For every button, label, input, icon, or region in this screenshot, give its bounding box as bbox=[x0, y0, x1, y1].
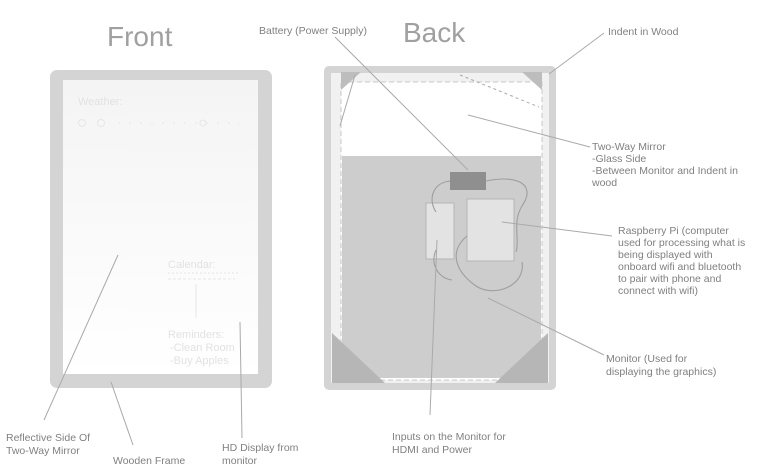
two-way-mirror-leader bbox=[467, 114, 591, 148]
wire bbox=[433, 249, 453, 281]
reflective-side-label: Reflective Side Of Two-Way Mirror bbox=[6, 432, 90, 457]
monitor-label: Monitor (Used for displaying the graphic… bbox=[606, 353, 716, 378]
label-line: Reflective Side Of bbox=[6, 432, 90, 444]
front-mirror: Weather: Calendar: Reminders: -Clean Roo… bbox=[50, 70, 272, 388]
label-line: onboard wifi and bluetooth bbox=[618, 261, 741, 273]
reflective-glass bbox=[63, 80, 258, 374]
label-line: Monitor (Used for bbox=[606, 353, 688, 365]
inputs-label: Inputs on the Monitor for HDMI and Power bbox=[392, 431, 506, 456]
corner-bracket bbox=[495, 333, 548, 383]
raspberry-pi-leader bbox=[501, 221, 613, 237]
weather-icons-row bbox=[78, 119, 240, 127]
back-mirror bbox=[324, 66, 556, 390]
raspberry-pi bbox=[466, 198, 515, 262]
two-way-mirror-label: Two-Way Mirror -Glass Side -Between Moni… bbox=[591, 141, 738, 189]
battery bbox=[450, 172, 486, 190]
corner-bracket bbox=[332, 333, 385, 383]
reminders-label: Reminders: bbox=[168, 329, 224, 341]
calendar-widget bbox=[168, 272, 238, 318]
reminder-item: -Buy Apples bbox=[170, 355, 229, 367]
weather-cloud-icon bbox=[97, 119, 105, 127]
reflective-side-leader bbox=[43, 254, 119, 421]
hd-display-leader bbox=[239, 321, 243, 439]
battery-leader bbox=[334, 36, 469, 171]
back-title: Back bbox=[403, 17, 466, 48]
label-line: wood bbox=[591, 177, 617, 189]
label-line: Inputs on the Monitor for bbox=[392, 431, 506, 443]
inputs-leader bbox=[429, 239, 438, 416]
corner-clip bbox=[341, 72, 361, 90]
indent-label: Indent in Wood bbox=[608, 26, 679, 38]
front-title: Front bbox=[107, 21, 173, 52]
label-line: Two-Way Mirror bbox=[592, 141, 666, 153]
raspberry-pi-label: Raspberry Pi (computer used for processi… bbox=[618, 225, 745, 297]
wooden-frame-leader bbox=[110, 381, 134, 446]
hd-display-label: HD Display from monitor bbox=[222, 442, 299, 467]
indent-leader bbox=[459, 74, 540, 108]
label-line: displaying the graphics) bbox=[606, 366, 716, 378]
indent-leader bbox=[339, 74, 356, 127]
label-line: connect with wifi) bbox=[618, 285, 698, 297]
label-line: being displayed with bbox=[618, 249, 713, 261]
wire bbox=[455, 235, 523, 292]
reminder-item: -Clean Room bbox=[170, 342, 235, 354]
weather-rain-icon bbox=[199, 119, 207, 127]
label-line: -Glass Side bbox=[592, 153, 646, 165]
calendar-label: Calendar: bbox=[168, 259, 216, 271]
monitor-leader bbox=[487, 297, 605, 356]
label-line: -Between Monitor and Indent in bbox=[592, 165, 738, 177]
wire bbox=[485, 178, 528, 253]
leader-lines bbox=[43, 32, 613, 446]
weather-label: Weather: bbox=[78, 96, 122, 108]
monitor-input-board bbox=[425, 202, 455, 260]
weather-sun-icon bbox=[78, 119, 86, 127]
label-line: HDMI and Power bbox=[392, 444, 472, 456]
label-line: Two-Way Mirror bbox=[6, 445, 80, 457]
wire bbox=[431, 180, 451, 213]
battery-label: Battery (Power Supply) bbox=[259, 25, 367, 37]
monitor-panel bbox=[342, 156, 541, 378]
label-line: Raspberry Pi (computer bbox=[618, 225, 729, 237]
indent-leader bbox=[548, 32, 605, 75]
wooden-frame-label: Wooden Frame bbox=[113, 455, 185, 467]
corner-clip bbox=[522, 72, 542, 90]
label-line: to pair with phone and bbox=[618, 273, 721, 285]
label-line: used for processing what is bbox=[618, 237, 745, 249]
label-line: HD Display from bbox=[222, 442, 299, 454]
label-line: monitor bbox=[222, 455, 258, 467]
wires bbox=[431, 178, 528, 292]
